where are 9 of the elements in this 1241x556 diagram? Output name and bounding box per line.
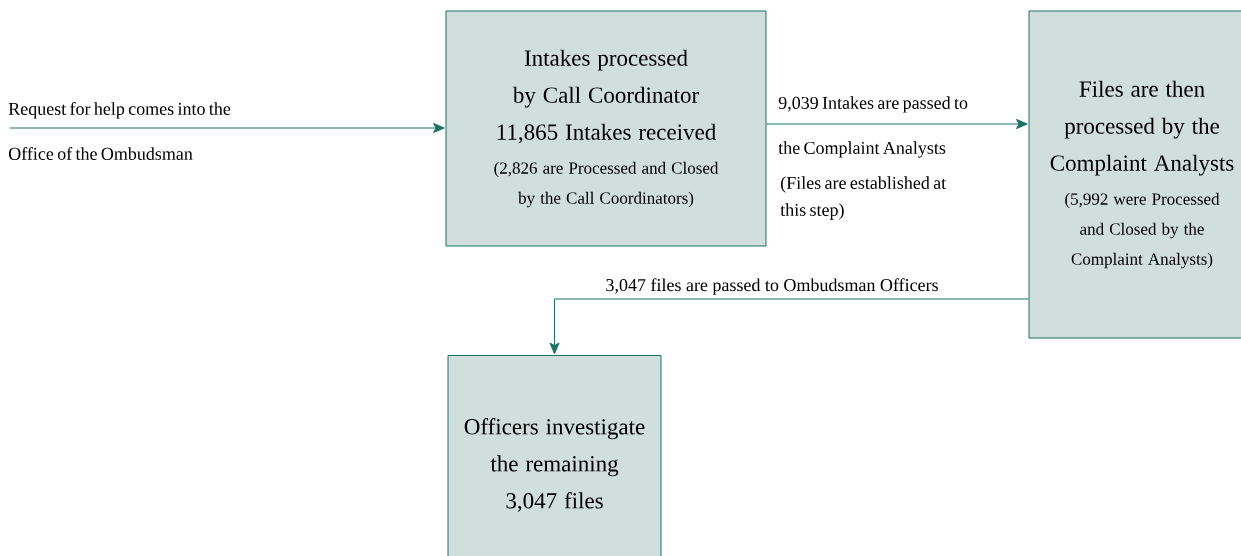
arrow bbox=[766, 118, 1028, 130]
edge-label: 9,039 Intakes are passed to the Complaint Analysts bbox=[778, 96, 968, 158]
edge-label: 3,047 files are passed to Ombudsman Officers bbox=[604, 277, 940, 296]
process-box: Intakes processed by Call Coordinator 11,865 Intakes received (2,826 are Processed and Closed by the Call Coordinators) bbox=[445, 10, 767, 247]
process-box: Files are then processed by the Complaint Analysts (5,992 were Processed and Closed by the Complaint Analysts) bbox=[1028, 10, 1241, 339]
arrow bbox=[9, 122, 445, 134]
process-box: Officers investigate the remaining 3,047 files bbox=[447, 355, 662, 556]
arrow bbox=[549, 298, 1029, 355]
edge-label: Request for help comes into the Office of the Ombudsman bbox=[8, 102, 231, 160]
